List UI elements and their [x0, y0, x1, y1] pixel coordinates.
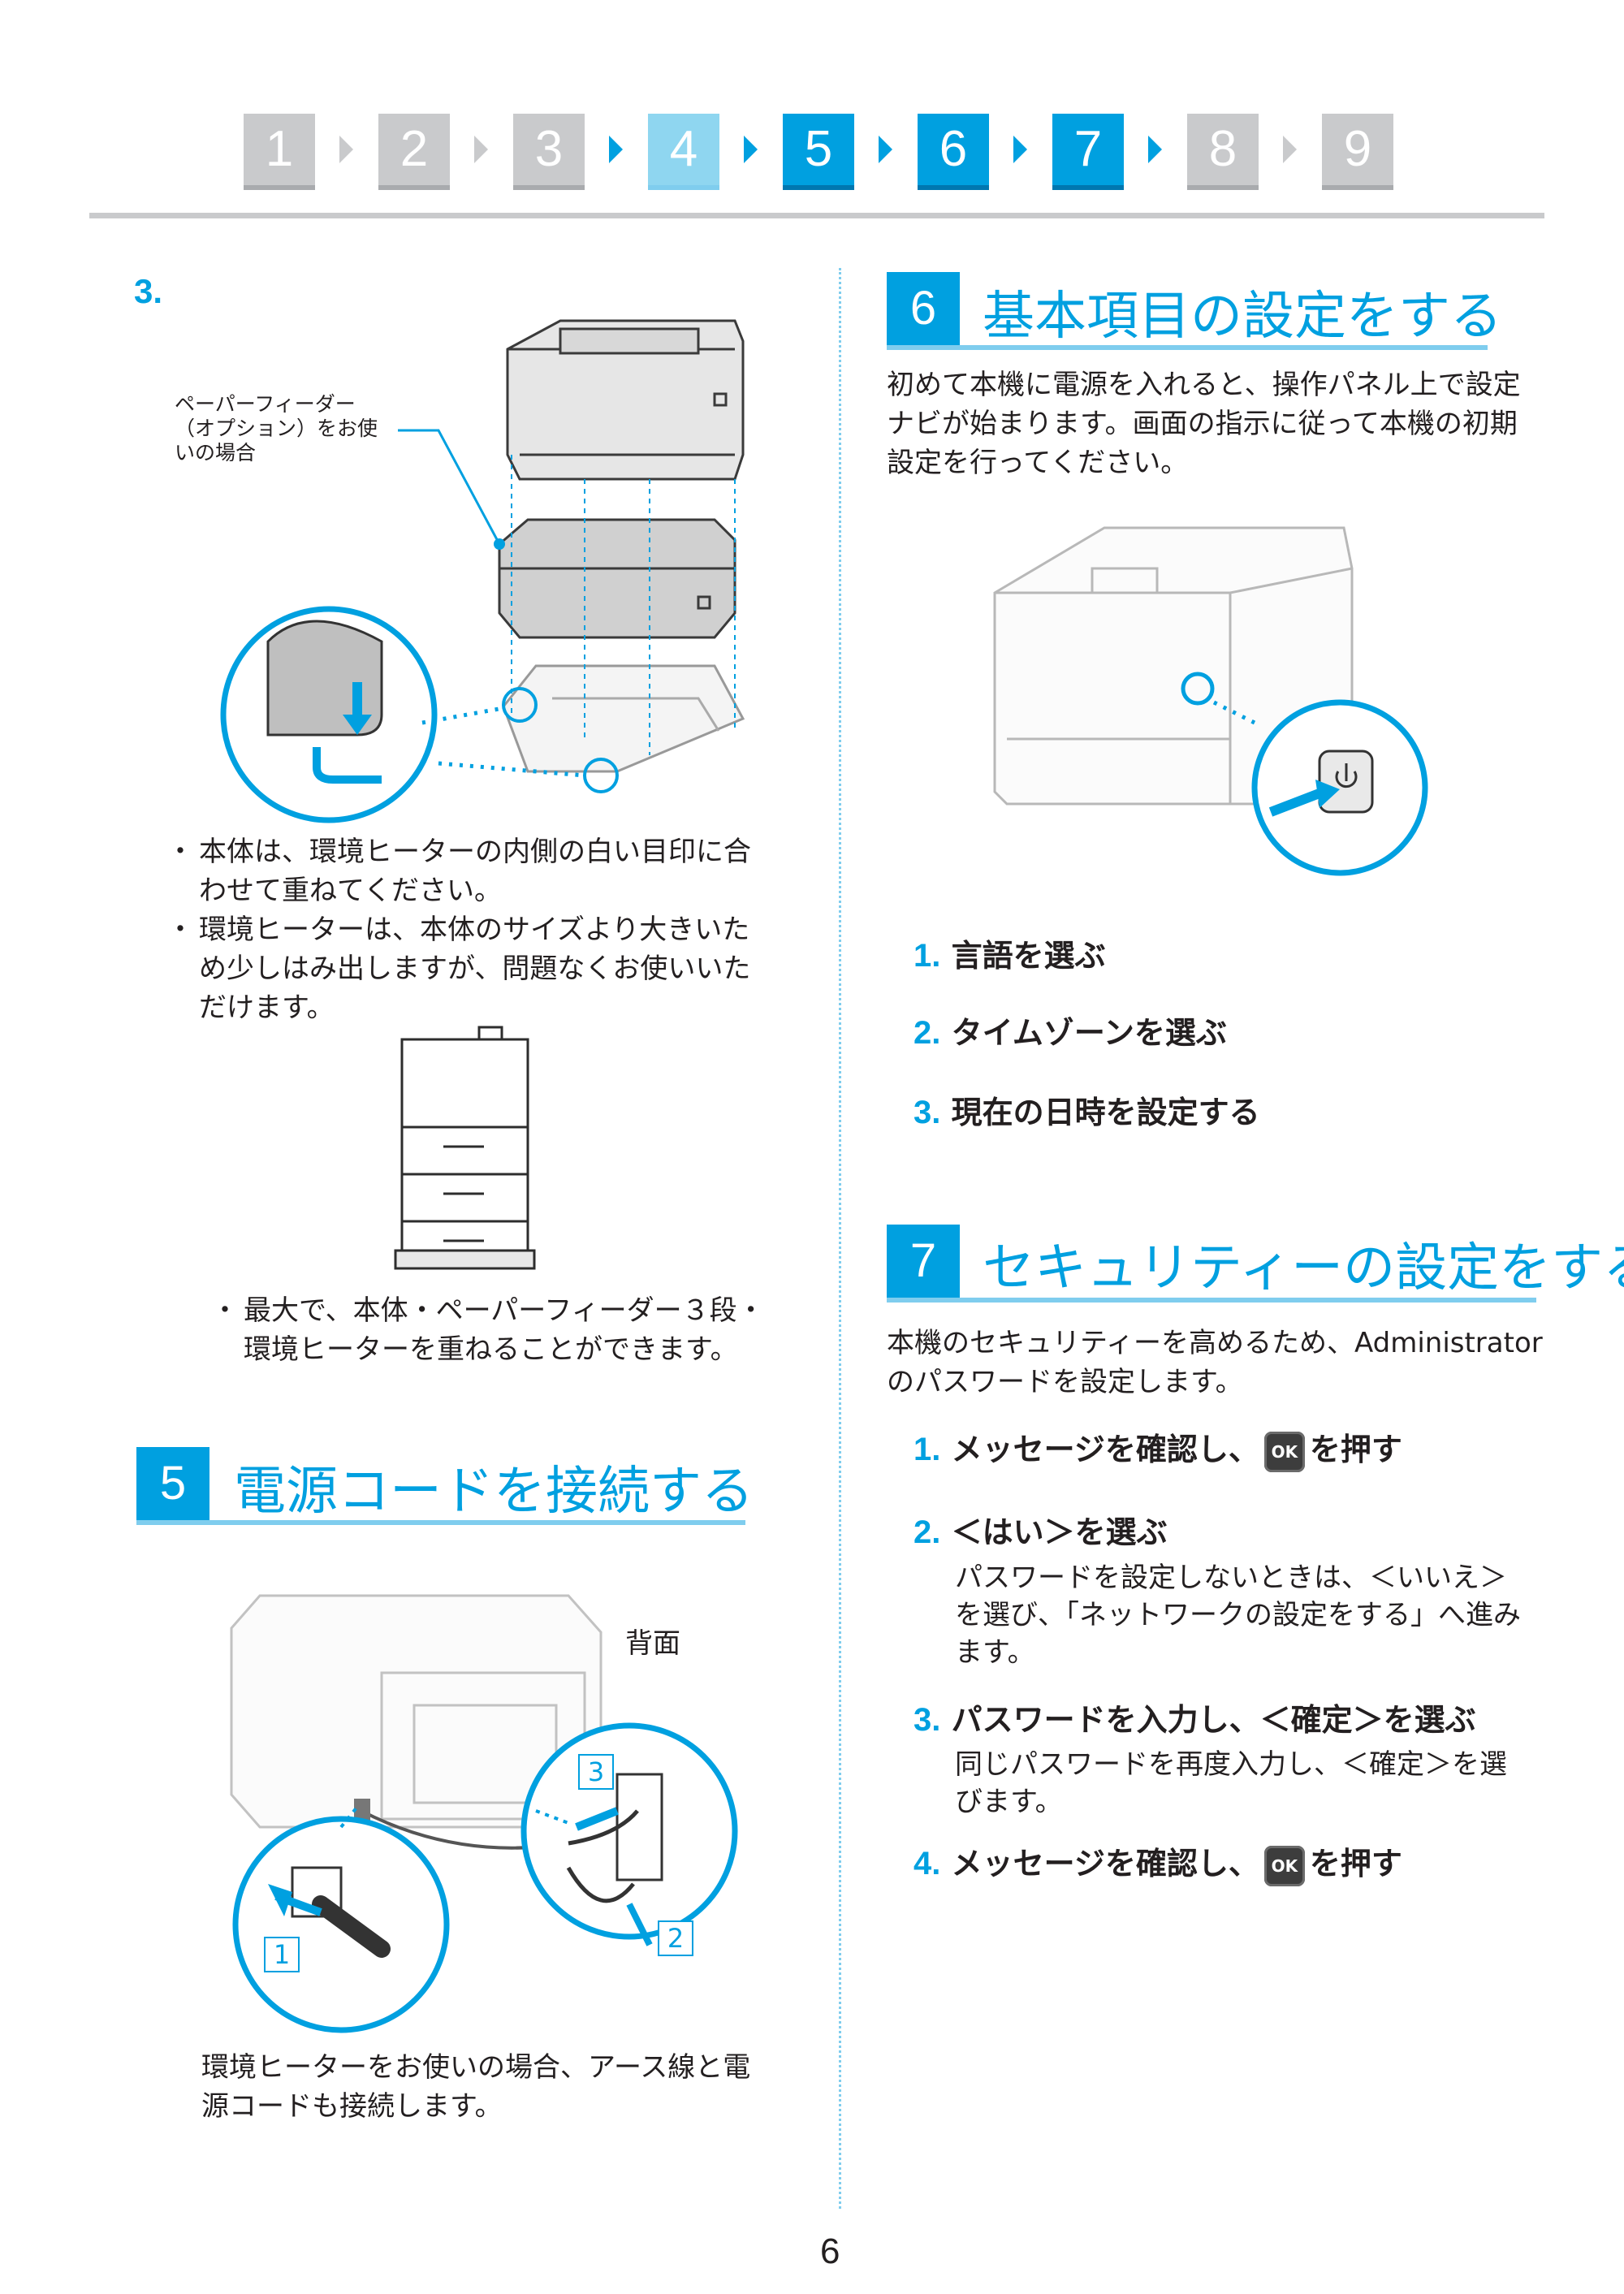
step-4: 4: [648, 114, 719, 185]
chevron-right-icon: [1013, 136, 1027, 163]
ok-key-icon: OK: [1263, 1431, 1305, 1472]
chevron-right-icon: [879, 136, 892, 163]
step-1: 1: [244, 114, 315, 185]
chevron-right-icon: [474, 136, 488, 163]
callout-1: 1: [264, 1937, 300, 1972]
step-5: 5: [783, 114, 854, 185]
section6-description: 初めて本機に電源を入れると、操作パネル上で設定 ナビが始まります。画面の指示に従…: [887, 369, 1521, 479]
bullet-list: ・本体は、環境ヒーターの内側の白い目印に合 わせて重ねてください。 ・環境ヒータ…: [166, 836, 751, 1024]
section-number: 7: [887, 1225, 960, 1298]
chevron-right-icon: [744, 136, 758, 163]
section-number: 5: [136, 1447, 209, 1520]
section7-description: 本機のセキュリティーを高めるため、Administrator のパスワードを設定…: [887, 1327, 1543, 1398]
step-select-timezone: 2. タイムゾーンを選ぶ: [914, 1015, 1227, 1051]
chevron-right-icon: [1148, 136, 1162, 163]
section-title: セキュリティーの設定をする: [983, 1238, 1624, 1298]
section-title: 基本項目の設定をする: [983, 287, 1502, 347]
grounding-note: 環境ヒーターをお使いの場合、アース線と電 源コードも接続します。: [201, 2051, 751, 2123]
step-8: 8: [1187, 114, 1259, 185]
step-7: 7: [1052, 114, 1124, 185]
bullet-list-max: ・最大で、本体・ペーパーフィーダー３段・ 環境ヒーターを重ねることができます。: [211, 1294, 765, 1366]
section-title: 電源コードを接続する: [234, 1462, 754, 1522]
callout-3: 3: [578, 1754, 614, 1790]
step-9: 9: [1322, 114, 1393, 185]
step-2: 2: [378, 114, 450, 185]
header-rule: [89, 213, 1544, 218]
step-3: 3: [513, 114, 585, 185]
step-6: 6: [918, 114, 989, 185]
chevron-right-icon: [609, 136, 623, 163]
step-enter-password: 3. パスワードを入力し、＜確定＞を選ぶ: [914, 1702, 1476, 1738]
step-select-language: 1. 言語を選ぶ: [914, 938, 1106, 974]
callout-2: 2: [658, 1920, 693, 1956]
chevron-right-icon: [339, 136, 353, 163]
chevron-right-icon: [1283, 136, 1297, 163]
step-note: パスワードを設定しないときは、＜いいえ＞ を選び、「ネットワークの設定をする」へ…: [955, 1562, 1521, 1669]
step-select-yes: 2. ＜はい＞を選ぶ: [914, 1514, 1168, 1550]
feeder-label: ペーパーフィーダー （オプション）をお使 いの場合: [175, 392, 378, 464]
ok-key-icon: OK: [1263, 1845, 1305, 1886]
page-number: 6: [820, 2231, 840, 2271]
section-number: 6: [887, 272, 960, 345]
back-label: 背面: [625, 1627, 680, 1660]
step-set-datetime: 3. 現在の日時を設定する: [914, 1095, 1260, 1130]
step-number: 3.: [134, 272, 163, 310]
step-note: 同じパスワードを再度入力し、＜確定＞を選 びます。: [955, 1748, 1507, 1818]
column-divider: [839, 268, 841, 2209]
